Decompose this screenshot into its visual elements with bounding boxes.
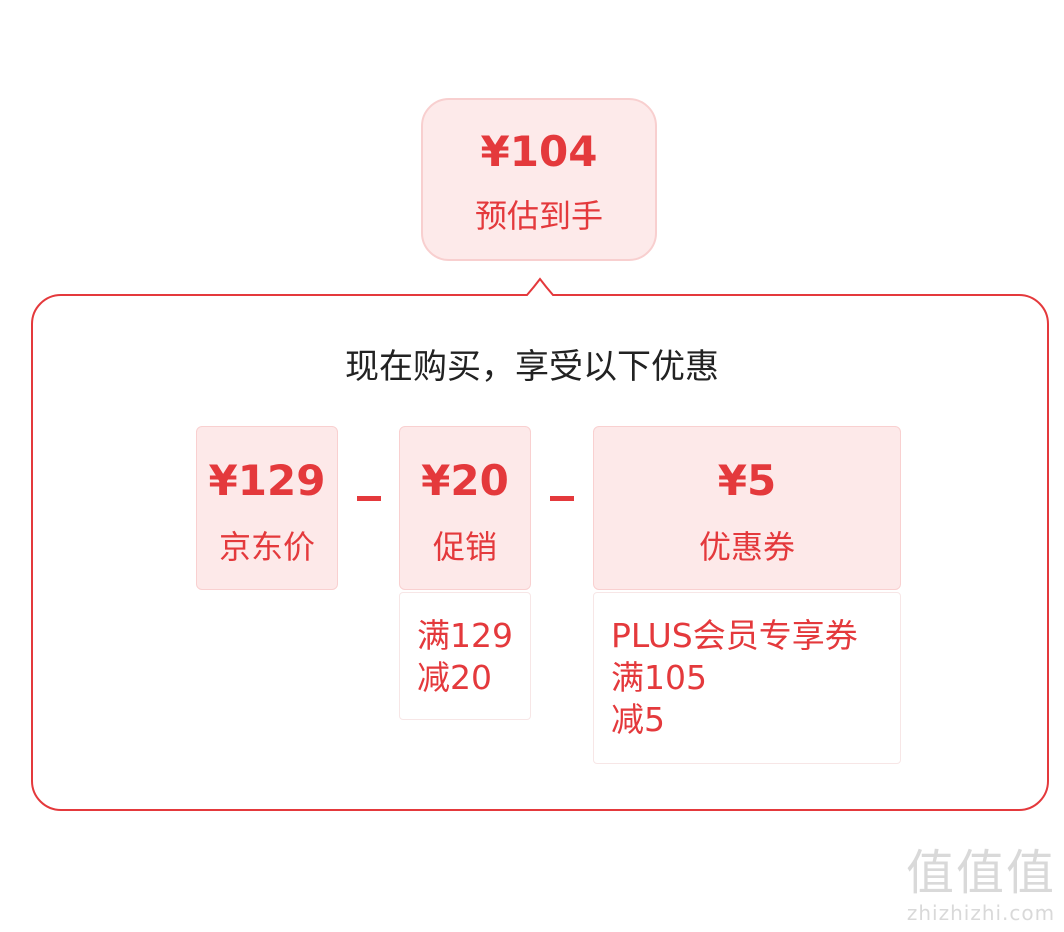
- coupon-detail-line: PLUS会员专享券: [611, 616, 858, 655]
- coupon-card: ¥5 优惠券: [593, 426, 901, 590]
- minus-sign: [550, 496, 574, 501]
- watermark-domain: zhizhizhi.com: [906, 901, 1056, 925]
- estimated-price-label: 预估到手: [474, 197, 603, 235]
- site-watermark: 值值值 zhizhizhi.com: [906, 844, 1056, 924]
- jd-price-card: ¥129 京东价: [196, 426, 338, 590]
- panel-pointer: [514, 277, 566, 298]
- coupon-detail: PLUS会员专享券 满105 减5: [593, 592, 901, 764]
- promotion-amount: ¥20: [421, 456, 509, 505]
- promotion-label: 促销: [432, 528, 497, 566]
- promotion-detail-line: 减20: [417, 658, 492, 697]
- discount-headline: 现在购买，享受以下优惠: [345, 347, 719, 387]
- coupon-label: 优惠券: [698, 528, 795, 566]
- jd-price-amount: ¥129: [208, 456, 326, 505]
- coupon-detail-line: 减5: [611, 700, 665, 739]
- watermark-logo: 值值值: [905, 845, 1056, 901]
- minus-sign: [357, 496, 381, 501]
- promotion-detail-line: 满129: [417, 616, 513, 655]
- coupon-amount: ¥5: [717, 456, 777, 505]
- promotion-card: ¥20 促销: [399, 426, 531, 590]
- coupon-detail-line: 满105: [611, 658, 707, 697]
- jd-price-label: 京东价: [218, 528, 315, 566]
- promotion-detail: 满129 减20: [399, 592, 531, 720]
- estimated-price-amount: ¥104: [480, 127, 598, 176]
- estimated-price-badge: ¥104 预估到手: [421, 98, 657, 261]
